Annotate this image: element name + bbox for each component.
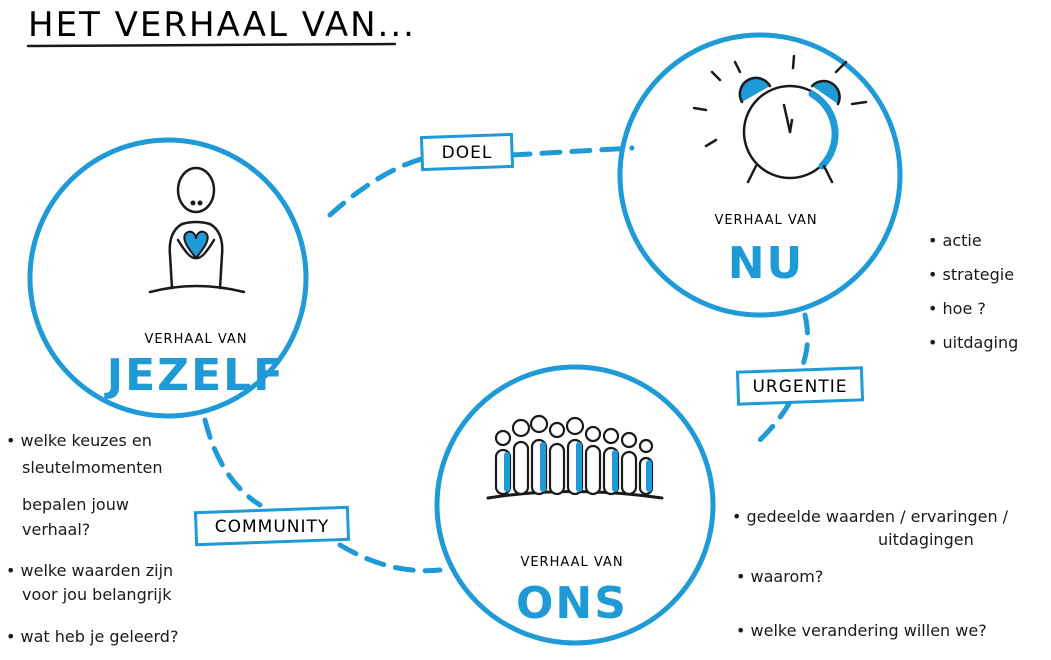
note-nu-item: • hoe ? bbox=[928, 299, 986, 318]
circle-jezelf bbox=[27, 137, 309, 419]
crowd-icon bbox=[486, 414, 664, 500]
label-doel-text: DOEL bbox=[442, 143, 493, 163]
ons-name: ONS bbox=[516, 578, 628, 629]
note-jezelf-item: • welke waarden zijn bbox=[6, 561, 173, 580]
connector-nu-urgentie bbox=[797, 312, 811, 375]
label-urgentie: URGENTIE bbox=[735, 366, 865, 406]
alarm-clock-icon bbox=[692, 54, 868, 184]
connector-community-ons bbox=[337, 542, 443, 574]
title-underline bbox=[26, 42, 397, 48]
nu-name: NU bbox=[728, 238, 805, 289]
note-ons-item: • waarom? bbox=[736, 567, 823, 586]
note-nu-item: • actie bbox=[928, 231, 982, 250]
note-jezelf-item: • welke keuzes en bbox=[6, 431, 152, 450]
note-ons-item: uitdagingen bbox=[878, 530, 974, 549]
jezelf-name: JEZELF bbox=[104, 350, 285, 401]
note-nu-item: • uitdaging bbox=[928, 333, 1018, 352]
note-jezelf-item: bepalen jouw bbox=[22, 495, 129, 514]
note-nu-item: • strategie bbox=[928, 265, 1014, 284]
note-jezelf-item: verhaal? bbox=[22, 520, 90, 539]
label-urgentie-text: URGENTIE bbox=[752, 377, 847, 397]
ons-subtitle: VERHAAL VAN bbox=[520, 555, 623, 570]
person-heart-icon bbox=[148, 166, 246, 294]
label-doel: DOEL bbox=[419, 132, 515, 172]
notes-ons: • gedeelde waarden / ervaringen / uitdag… bbox=[732, 507, 1009, 640]
connector-doel-nu bbox=[509, 145, 635, 158]
note-jezelf-item: • wat heb je geleerd? bbox=[6, 627, 178, 646]
connector-jezelf-doel bbox=[327, 155, 428, 218]
circle-ons bbox=[434, 364, 716, 646]
nu-subtitle: VERHAAL VAN bbox=[714, 213, 817, 228]
jezelf-subtitle: VERHAAL VAN bbox=[144, 332, 247, 347]
connector-urgentie-ons bbox=[757, 399, 793, 443]
notes-nu: • actie • strategie • hoe ? • uitdaging bbox=[928, 231, 1018, 352]
notes-jezelf: • welke keuzes en sleutelmomenten bepale… bbox=[6, 431, 178, 646]
connector-jezelf-community bbox=[202, 417, 263, 508]
note-jezelf-item: voor jou belangrijk bbox=[22, 585, 172, 604]
note-ons-item: • gedeelde waarden / ervaringen / bbox=[732, 507, 1009, 526]
circle-nu bbox=[617, 32, 903, 318]
label-community: COMMUNITY bbox=[193, 505, 351, 547]
note-ons-item: • welke verandering willen we? bbox=[736, 621, 987, 640]
connector-lines bbox=[202, 145, 811, 574]
label-community-text: COMMUNITY bbox=[215, 517, 330, 537]
note-jezelf-item: sleutelmomenten bbox=[22, 458, 163, 477]
page-title: HET VERHAAL VAN... bbox=[28, 5, 416, 45]
